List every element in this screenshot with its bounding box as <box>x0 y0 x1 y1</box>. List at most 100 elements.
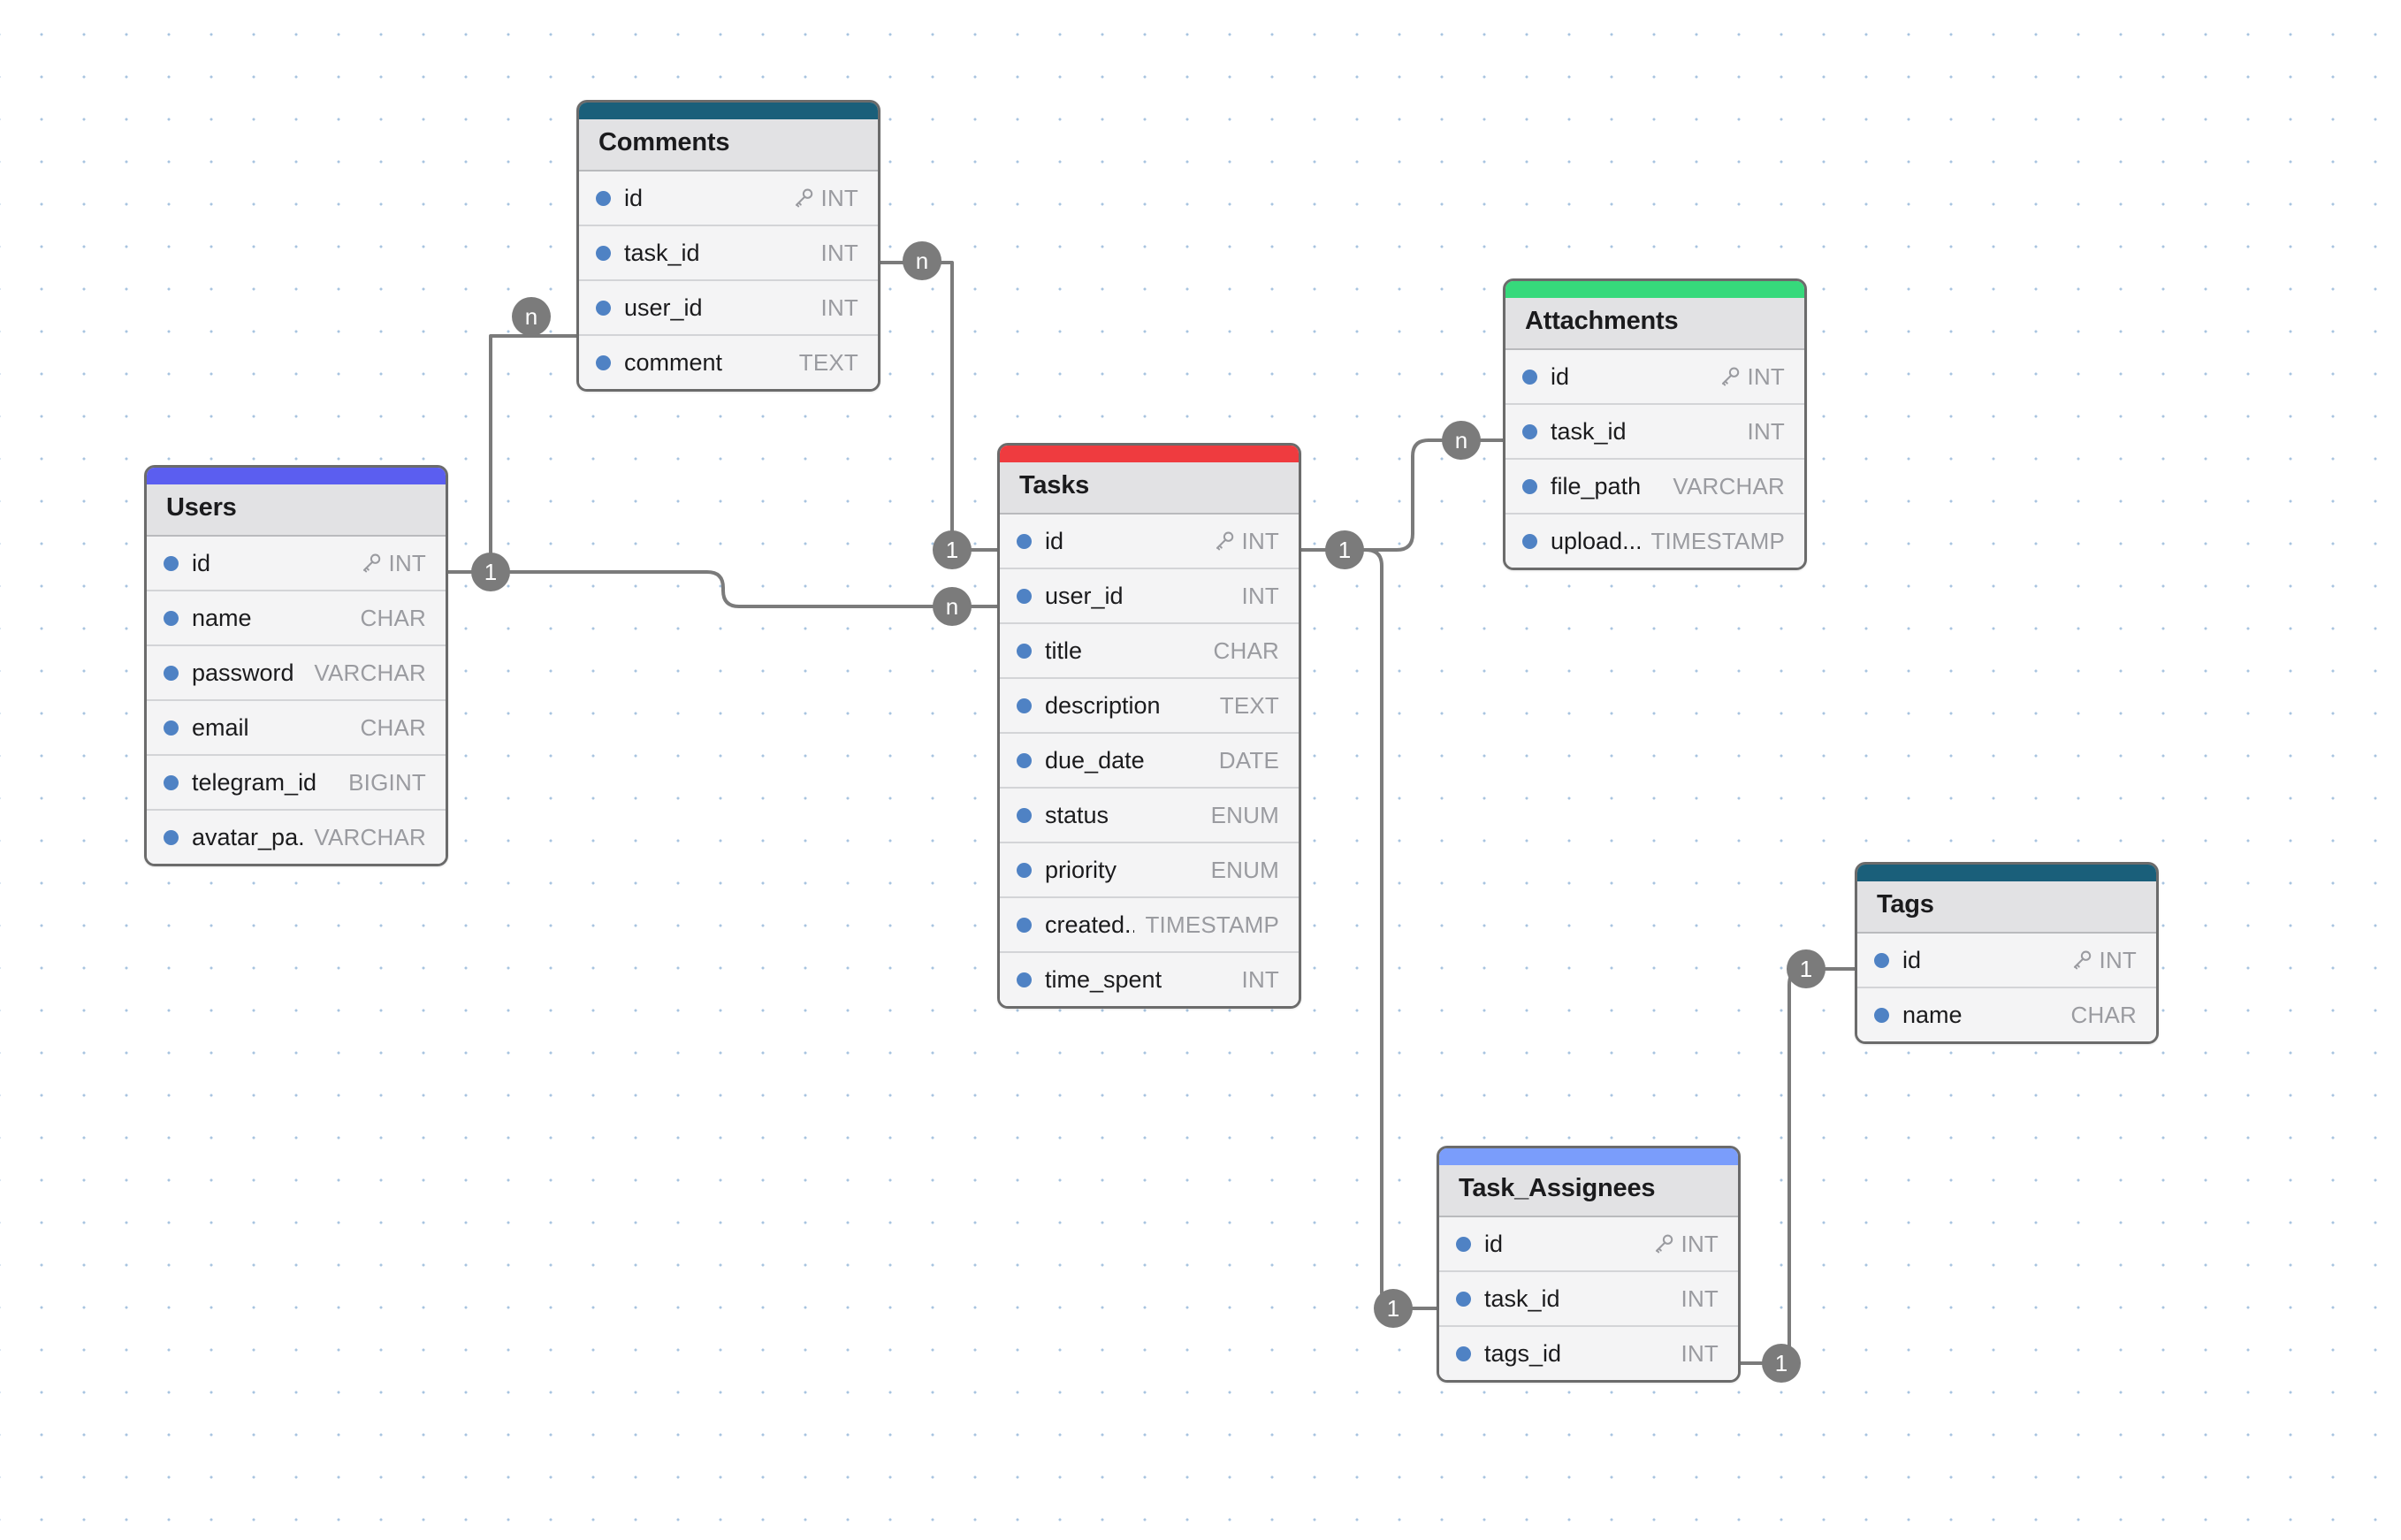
column-type: INT <box>1681 1230 1719 1257</box>
column-row[interactable]: tags_id INT <box>1439 1325 1738 1380</box>
primary-key-icon <box>1213 530 1236 553</box>
column-row[interactable]: description TEXT <box>1000 677 1299 732</box>
relationship-edge-tasks-attachments[interactable] <box>1300 438 1505 552</box>
column-bullet-icon <box>1017 752 1032 768</box>
column-type: ENUM <box>1210 801 1279 828</box>
column-meta: INT <box>1652 1231 1719 1258</box>
column-row[interactable]: file_path VARCHAR <box>1505 458 1804 513</box>
relationship-edge-users-tasks[interactable] <box>446 570 999 608</box>
column-row[interactable]: task_id INT <box>579 225 878 279</box>
column-type: INT <box>1681 1285 1719 1312</box>
cardinality-badge-n: n <box>512 297 551 336</box>
column-name: comment <box>624 348 723 376</box>
cardinality-badge-1: 1 <box>1325 530 1364 569</box>
column-name: task_id <box>1484 1285 1560 1312</box>
column-meta: VARCHAR <box>314 659 426 687</box>
column-row[interactable]: upload...TIMESTAMP <box>1505 513 1804 568</box>
column-row[interactable]: avatar_pa...VARCHAR <box>147 809 446 864</box>
column-name: email <box>192 713 249 741</box>
column-meta: BIGINT <box>348 769 426 797</box>
column-meta: INT <box>1681 1340 1719 1368</box>
column-type: INT <box>1241 965 1279 993</box>
column-type: INT <box>820 294 858 321</box>
column-name: user_id <box>1045 582 1124 609</box>
column-type: TIMESTAMP <box>1650 527 1785 554</box>
column-type: VARCHAR <box>314 659 426 686</box>
column-name: description <box>1045 691 1161 719</box>
column-name: file_path <box>1551 472 1642 499</box>
column-name: due_date <box>1045 746 1145 774</box>
column-row[interactable]: task_id INT <box>1439 1270 1738 1325</box>
column-bullet-icon <box>164 774 179 790</box>
column-name: id <box>1551 362 1570 390</box>
column-name: name <box>192 604 252 631</box>
column-meta: TEXT <box>1220 692 1279 720</box>
table-title: Comments <box>598 128 730 156</box>
column-bullet-icon <box>1522 478 1537 494</box>
relationship-edge-tags-task_assignees[interactable] <box>1739 967 1856 1365</box>
column-meta: INT <box>1719 363 1785 391</box>
column-row[interactable]: id INT <box>1505 348 1804 403</box>
primary-key-icon <box>1719 365 1742 388</box>
column-bullet-icon <box>596 245 611 261</box>
table-title-band: Tasks <box>1000 462 1299 513</box>
relationship-edge-users-comments[interactable] <box>446 334 578 574</box>
column-type: INT <box>820 239 858 266</box>
table-accent-bar <box>579 103 878 119</box>
relationship-edge-tasks-comments[interactable] <box>879 261 999 552</box>
column-meta: INT <box>1213 528 1279 555</box>
table-accent-bar <box>1000 446 1299 462</box>
column-type: VARCHAR <box>1673 472 1785 499</box>
column-bullet-icon <box>1017 643 1032 659</box>
column-row[interactable]: created...TIMESTAMP <box>1000 896 1299 951</box>
column-bullet-icon <box>596 355 611 370</box>
table-title-band: Comments <box>579 119 878 170</box>
column-meta: INT <box>1748 418 1785 446</box>
column-bullet-icon <box>164 720 179 736</box>
relationship-edge-tasks-task_assignees[interactable] <box>1343 548 1438 1310</box>
primary-key-icon <box>2070 949 2093 972</box>
column-bullet-icon <box>1522 423 1537 439</box>
column-name: id <box>1484 1230 1504 1257</box>
table-title-band: Attachments <box>1505 298 1804 348</box>
table-accent-bar <box>1439 1148 1738 1165</box>
column-meta: CHAR <box>1214 637 1279 665</box>
column-bullet-icon <box>1522 533 1537 549</box>
column-type: TEXT <box>1219 691 1279 719</box>
column-meta: INT <box>792 185 858 212</box>
column-meta: ENUM <box>1211 857 1279 884</box>
column-meta: ENUM <box>1211 802 1279 829</box>
column-name: task_id <box>624 239 700 266</box>
column-name: tags_id <box>1484 1339 1562 1367</box>
column-row[interactable]: id INT <box>1439 1216 1738 1270</box>
